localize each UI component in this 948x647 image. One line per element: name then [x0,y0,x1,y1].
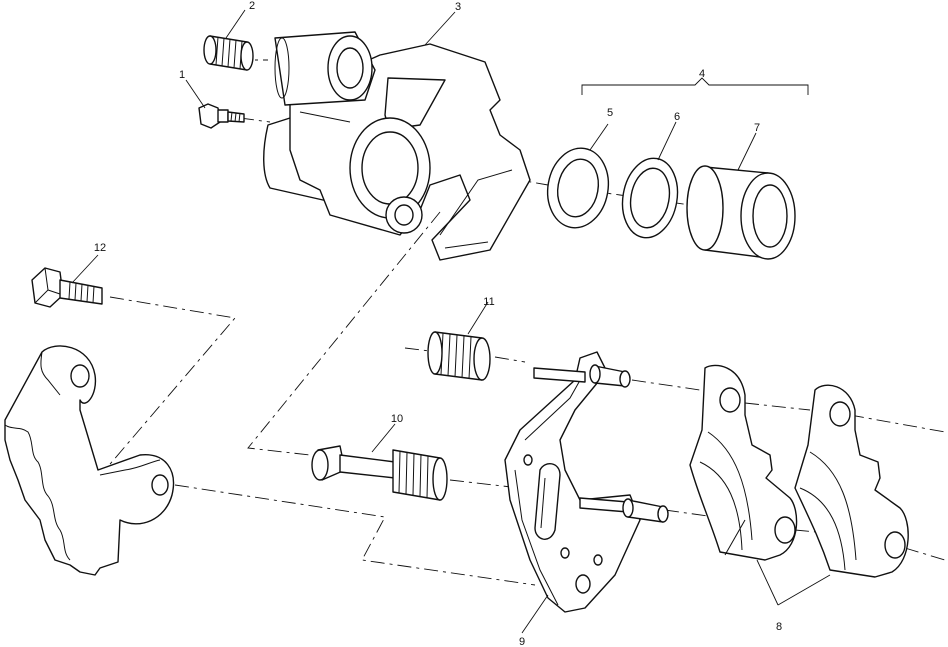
leader-lines [71,9,831,634]
callout-6: 6 [674,111,680,123]
bleeder-valve-icon [198,103,245,129]
callout-labels: 2 1 3 4 5 6 7 12 11 10 9 8 [94,0,782,647]
seal-ring-icon [621,157,679,239]
callout-10: 10 [391,413,403,425]
callout-2: 2 [249,0,255,12]
caliper-body-icon [263,31,531,261]
callout-11: 11 [483,296,494,308]
callout-12: 12 [94,242,106,254]
callout-4: 4 [699,68,705,80]
callout-1: 1 [179,69,185,81]
steering-knuckle-icon [4,345,175,576]
piston-icon [686,165,796,260]
bushing-icon [203,35,254,71]
brake-pad-icon [689,364,798,561]
callout-9: 9 [519,636,525,647]
callout-8: 8 [776,621,782,633]
brake-pad-icon [794,384,909,578]
bushing-icon [427,331,491,381]
seal-ring-icon [546,147,610,229]
callout-3: 3 [455,1,461,13]
seal-kit-bracket [581,77,809,95]
callout-5: 5 [607,107,613,119]
callout-7: 7 [754,122,760,134]
mounting-bracket-icon [504,351,669,613]
pin-icon [311,445,448,501]
bolt-icon [31,267,103,308]
